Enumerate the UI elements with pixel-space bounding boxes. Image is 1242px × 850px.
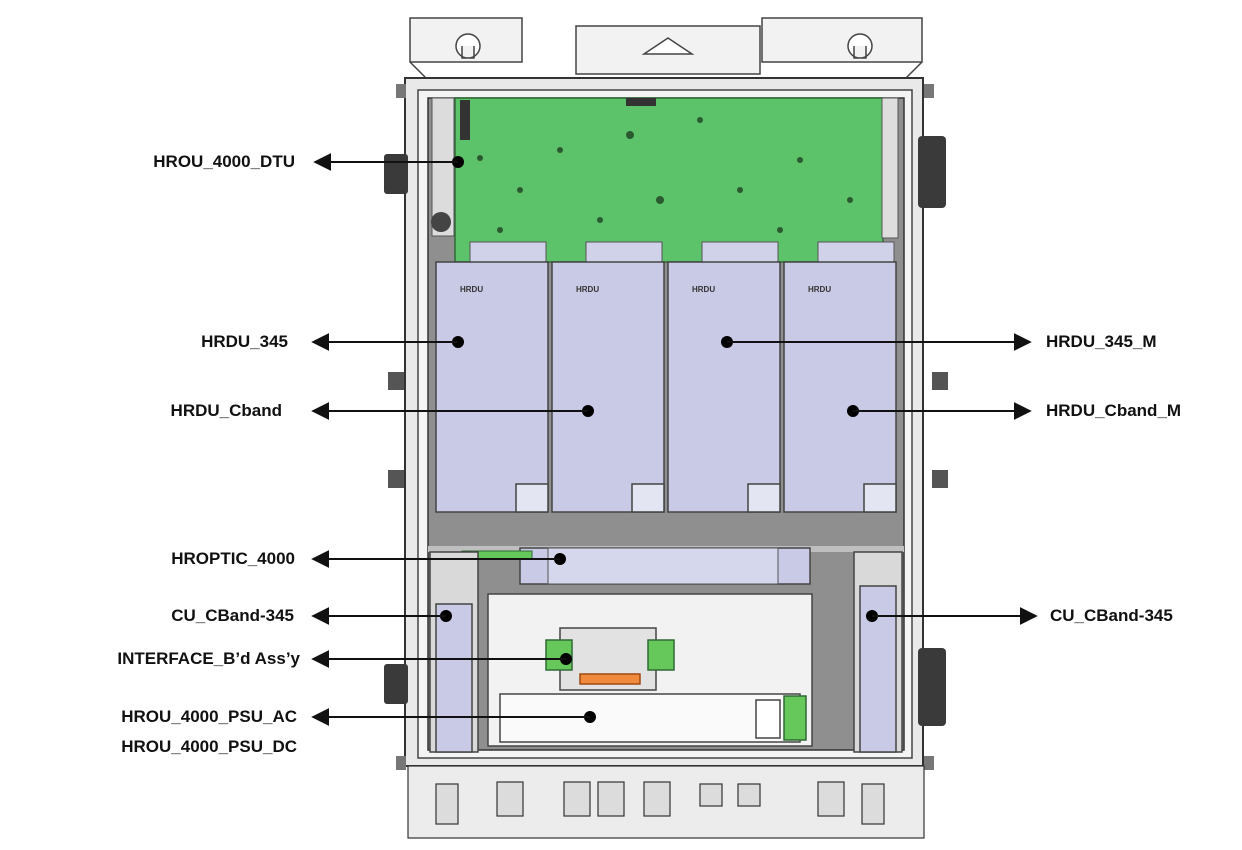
hrdu-marking: HRDU (576, 285, 599, 294)
callout-cu-left: CU_CBand-345 (171, 606, 294, 625)
mounting-bracket-top (409, 17, 923, 79)
hrdu-module-4 (783, 261, 897, 513)
callout-hroptic: HROPTIC_4000 (171, 549, 295, 568)
callout-dtu: HROU_4000_DTU (153, 152, 295, 171)
callout-hrdu-cband-m: HRDU_Cband_M (1046, 401, 1182, 420)
callout-psu-ac: HROU_4000_PSU_AC (121, 707, 297, 726)
hroptic-module (428, 546, 904, 585)
callout-psu-dc: HROU_4000_PSU_DC (121, 737, 297, 756)
leader-arrows (311, 153, 1038, 726)
hrdu-module-2 (551, 261, 665, 513)
hrdu-marking: HRDU (460, 285, 483, 294)
callout-hrdu-345-m: HRDU_345_M (1046, 332, 1157, 351)
hrdu-marking: HRDU (692, 285, 715, 294)
hrdu-module-3 (667, 261, 781, 513)
cu-modules (429, 551, 903, 753)
psu-module (487, 593, 813, 747)
cable-glands (407, 765, 925, 839)
hrdu-module-1 (435, 261, 549, 513)
dtu-pcb (431, 97, 899, 263)
hrdu-marking: HRDU (808, 285, 831, 294)
callout-hrdu-cband: HRDU_Cband (170, 401, 282, 420)
callout-cu-right: CU_CBand-345 (1050, 606, 1173, 625)
hrdu-modules (435, 261, 897, 513)
callout-hrdu-345: HRDU_345 (201, 332, 288, 351)
callout-interface-board: INTERFACE_B’d Ass’y (117, 649, 300, 668)
